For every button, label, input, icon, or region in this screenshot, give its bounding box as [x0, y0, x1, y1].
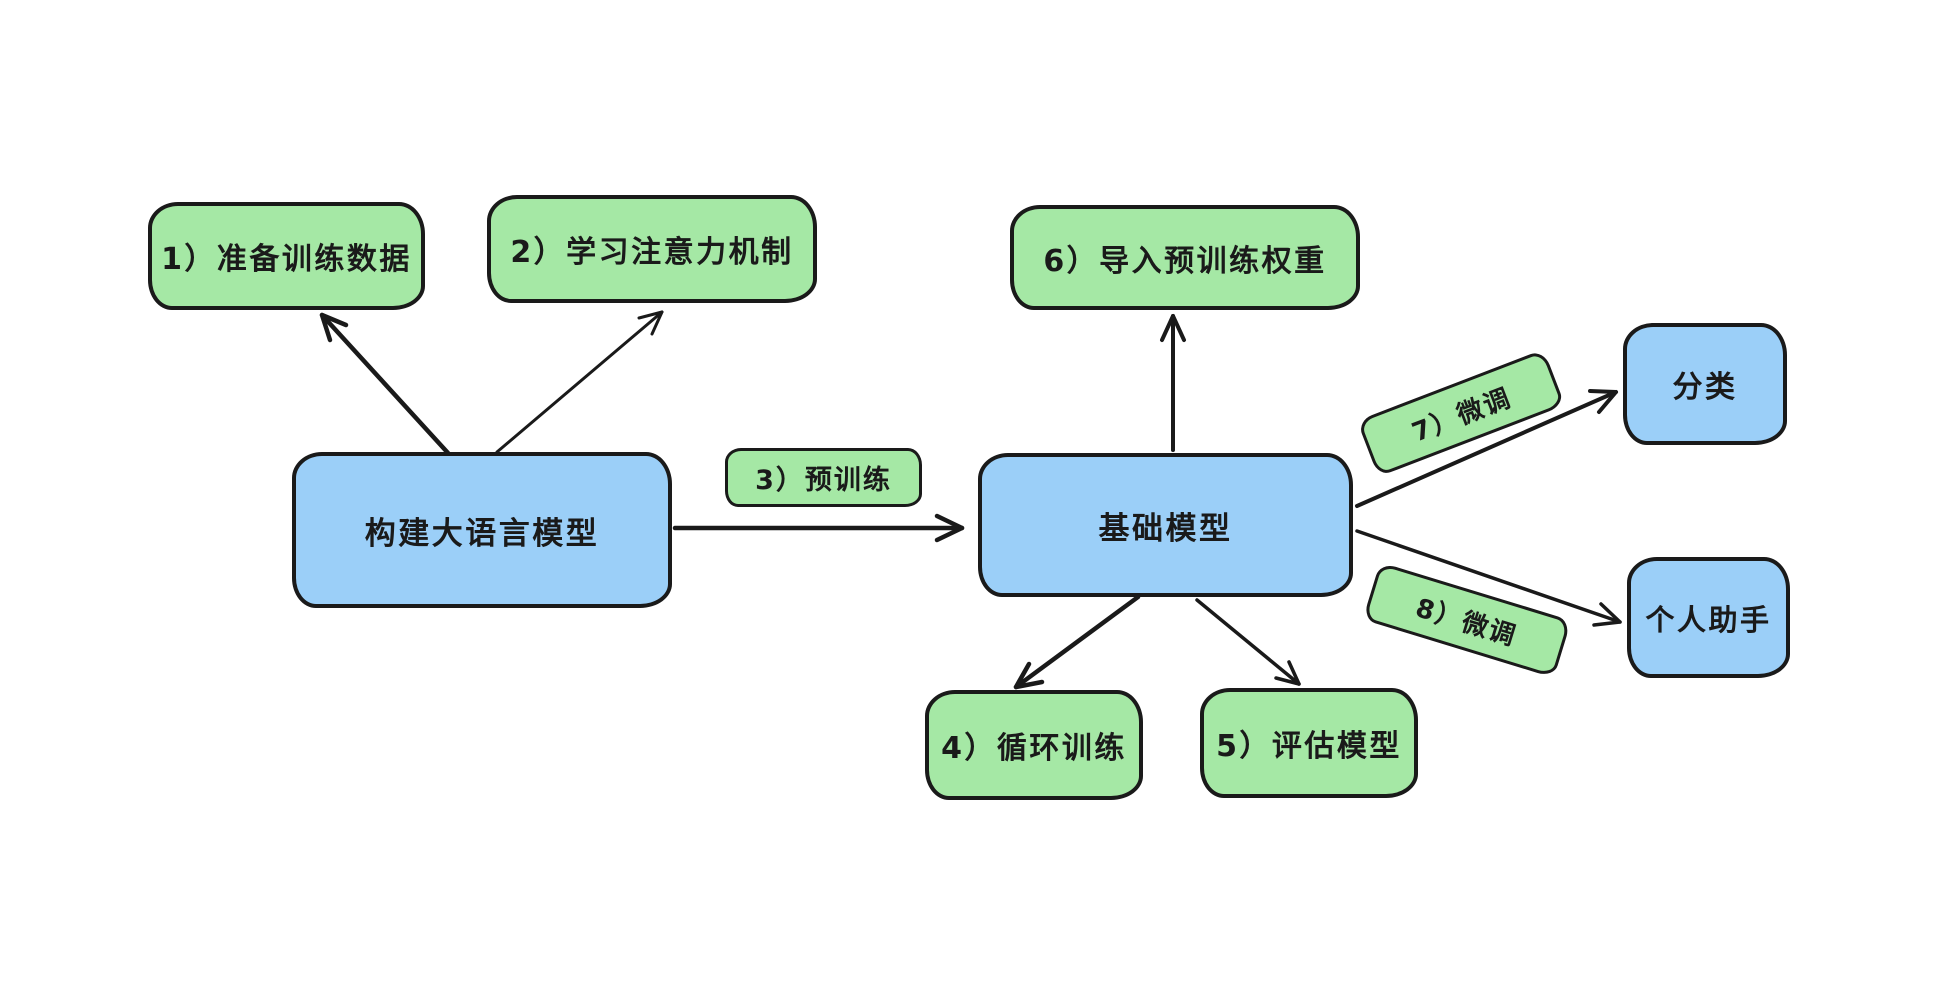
node-classification: 分类 — [1623, 323, 1787, 445]
arrow-base-to-loop-train — [1013, 594, 1141, 690]
node-personal-assistant: 个人助手 — [1627, 557, 1790, 678]
node-evaluate-model: 5）评估模型 — [1200, 688, 1418, 798]
node-build-large-language-model: 构建大语言模型 — [292, 452, 672, 608]
arrow-base-to-import-weights — [1160, 314, 1186, 452]
arrow-build-to-attention — [495, 310, 664, 454]
node-learn-attention-mechanism: 2）学习注意力机制 — [487, 195, 817, 303]
node-loop-training: 4）循环训练 — [925, 690, 1143, 800]
node-prepare-training-data: 1）准备训练数据 — [148, 202, 425, 310]
arrow-base-to-evaluate — [1195, 598, 1301, 686]
edge-label-finetune-classification: 7）微调 — [1356, 349, 1566, 477]
arrow-build-to-base — [672, 513, 965, 543]
node-base-model: 基础模型 — [978, 453, 1353, 597]
edge-label-pretraining: 3）预训练 — [725, 448, 922, 507]
edge-label-finetune-assistant: 8）微调 — [1362, 562, 1572, 678]
node-import-pretrained-weights: 6）导入预训练权重 — [1010, 205, 1360, 310]
arrow-build-to-prepare — [319, 312, 451, 456]
